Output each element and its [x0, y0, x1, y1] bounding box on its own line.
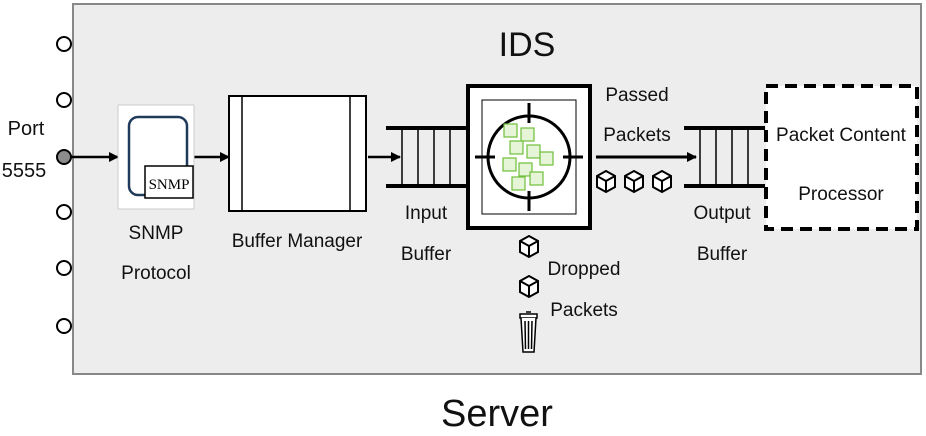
- ids-engine-box: [466, 84, 592, 230]
- buffer-manager-box: [228, 95, 367, 212]
- output-buffer-queue: [684, 126, 765, 188]
- port-list: [56, 36, 72, 334]
- buffer-manager-label: Buffer Manager: [232, 231, 363, 252]
- dropped-packets-label: Packets: [550, 300, 618, 321]
- network-globe-icon: [502, 123, 554, 191]
- port-circle[interactable]: [56, 92, 72, 108]
- dropped-packets: [519, 234, 539, 299]
- port-circle-active[interactable]: [56, 149, 72, 165]
- snmp-protocol-label: Protocol: [121, 263, 191, 284]
- input-buffer-label: Input: [405, 203, 448, 224]
- packet-cube-icon: [596, 169, 616, 194]
- output-buffer-label-2: Buffer: [697, 244, 748, 265]
- port-circle[interactable]: [56, 204, 72, 220]
- packet-cube-icon: [519, 274, 539, 299]
- packet-cube-icon: [652, 169, 672, 194]
- output-buffer-label: Output: [693, 203, 751, 224]
- input-buffer-queue: [386, 126, 466, 188]
- processor-label: Packet Content: [776, 125, 907, 146]
- passed-label: Passed: [605, 85, 668, 106]
- dropped-label: Dropped: [548, 259, 621, 280]
- input-buffer-label-2: Buffer: [401, 244, 452, 265]
- ids-target-icon: [475, 103, 583, 211]
- packet-cube-icon: [519, 234, 539, 259]
- port-circle[interactable]: [56, 318, 72, 334]
- snmp-badge: SNMP: [149, 177, 190, 193]
- processor-label-2: Processor: [798, 184, 884, 205]
- port-number: 5555: [2, 160, 47, 182]
- snmp-badge-box: [144, 165, 194, 199]
- snmp-label: SNMP: [129, 223, 184, 244]
- ids-title: IDS: [499, 26, 556, 64]
- snmp-device: SNMP: [117, 104, 195, 210]
- port-label: Port: [8, 118, 45, 140]
- packets-label: Packets: [603, 125, 671, 146]
- packet-cube-icon: [624, 169, 644, 194]
- trash-bin-icon: [519, 311, 538, 353]
- passed-packets: [596, 169, 672, 194]
- processor-box: [764, 84, 919, 231]
- server-caption: Server: [441, 393, 553, 435]
- port-circle[interactable]: [56, 260, 72, 276]
- port-circle[interactable]: [56, 36, 72, 52]
